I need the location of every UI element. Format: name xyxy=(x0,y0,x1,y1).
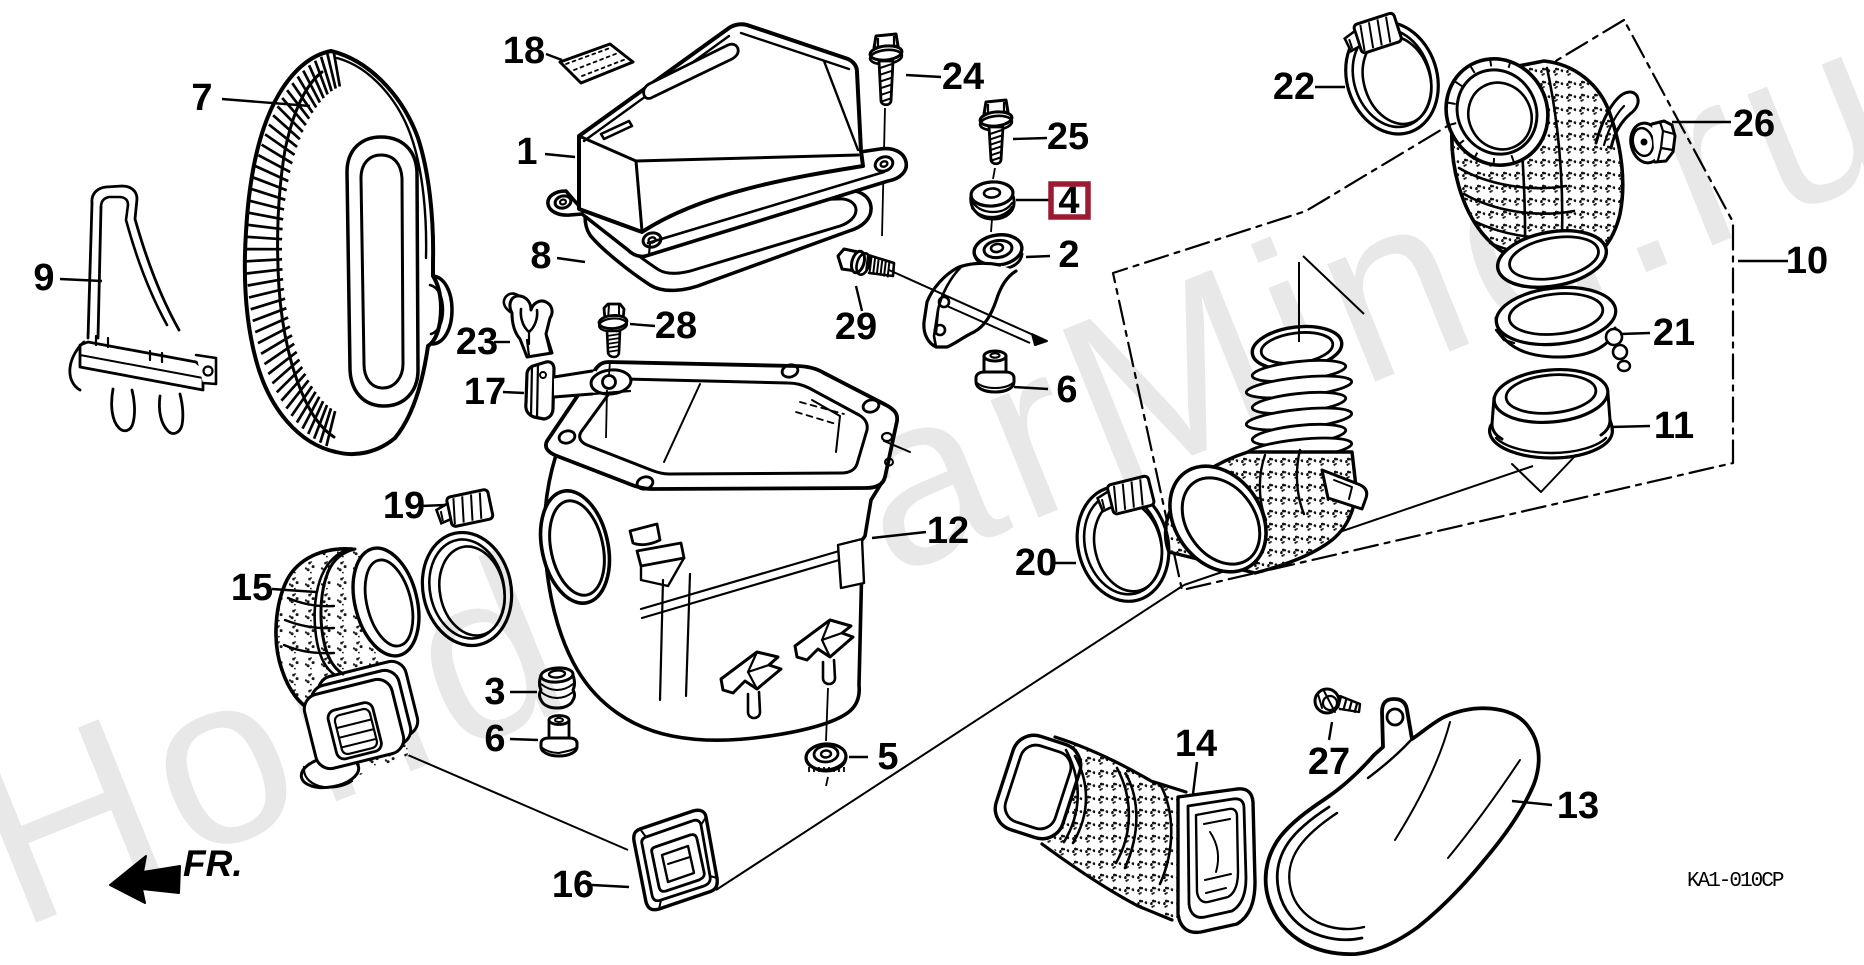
svg-text:14: 14 xyxy=(1175,723,1217,765)
svg-text:KA1-010CP: KA1-010CP xyxy=(1687,870,1784,893)
svg-text:5: 5 xyxy=(877,736,898,778)
svg-text:25: 25 xyxy=(1047,116,1089,158)
svg-text:15: 15 xyxy=(231,567,273,609)
svg-text:3: 3 xyxy=(484,671,505,713)
svg-text:4: 4 xyxy=(1058,180,1079,222)
svg-text:9: 9 xyxy=(33,257,54,299)
svg-text:26: 26 xyxy=(1733,103,1775,145)
svg-text:16: 16 xyxy=(552,864,594,906)
svg-text:2: 2 xyxy=(1058,234,1079,276)
svg-text:6: 6 xyxy=(1056,369,1077,411)
svg-text:29: 29 xyxy=(835,306,877,348)
svg-text:20: 20 xyxy=(1015,542,1057,584)
svg-text:13: 13 xyxy=(1557,785,1599,827)
svg-text:1: 1 xyxy=(516,131,537,173)
svg-text:8: 8 xyxy=(530,235,551,277)
svg-text:12: 12 xyxy=(927,510,969,552)
svg-text:19: 19 xyxy=(383,485,425,527)
svg-text:28: 28 xyxy=(655,305,697,347)
svg-text:7: 7 xyxy=(191,77,212,119)
svg-text:21: 21 xyxy=(1653,312,1695,354)
svg-text:27: 27 xyxy=(1308,741,1350,783)
svg-text:24: 24 xyxy=(942,56,984,98)
svg-text:18: 18 xyxy=(503,30,545,72)
svg-text:6: 6 xyxy=(484,718,505,760)
svg-text:FR.: FR. xyxy=(183,843,243,884)
svg-text:10: 10 xyxy=(1786,240,1828,282)
svg-text:11: 11 xyxy=(1654,405,1694,447)
svg-text:23: 23 xyxy=(456,321,498,363)
svg-text:17: 17 xyxy=(464,371,506,413)
svg-text:22: 22 xyxy=(1273,66,1315,108)
